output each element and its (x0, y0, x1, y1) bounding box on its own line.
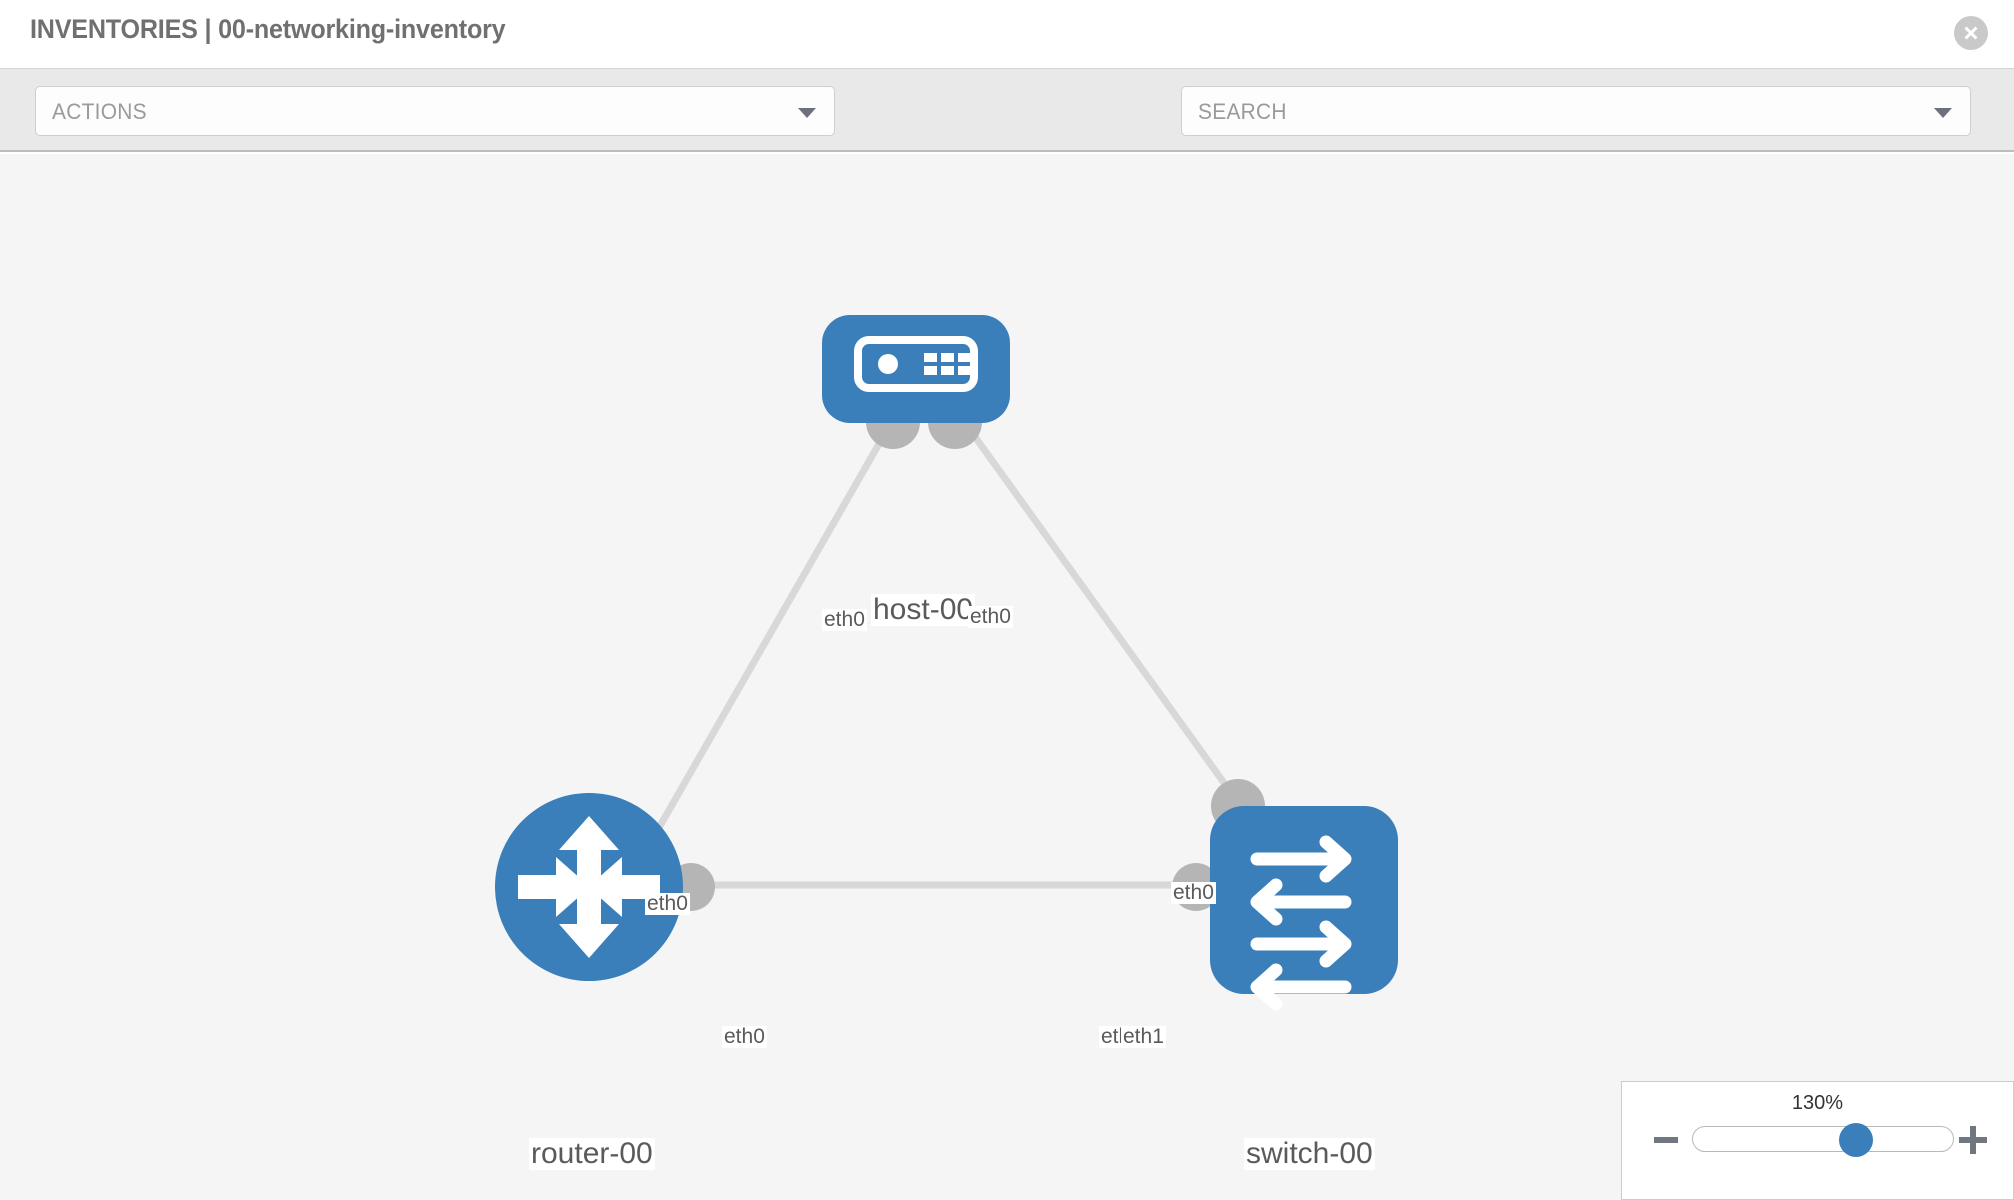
node-label-host: host-00 (871, 593, 976, 626)
edge-host-router (633, 414, 899, 868)
search-input[interactable]: SEARCH (1181, 86, 1971, 136)
interface-label: eth0 (1171, 881, 1216, 905)
node-host-00[interactable] (822, 315, 1010, 423)
chevron-down-icon (798, 108, 816, 118)
zoom-out-button[interactable] (1654, 1137, 1678, 1143)
edge-host-switch (957, 413, 1235, 797)
interface-label: eth0 (822, 608, 867, 632)
zoom-slider[interactable] (1692, 1123, 1954, 1157)
actions-dropdown[interactable]: ACTIONS (35, 86, 835, 136)
interface-label: eth1 (1121, 1025, 1166, 1049)
actions-dropdown-label: ACTIONS (52, 99, 147, 124)
topology-graph (495, 315, 1398, 1011)
node-router-00[interactable] (495, 793, 683, 981)
close-icon[interactable] (1954, 16, 1988, 50)
zoom-level-value: 130% (1791, 1092, 1844, 1114)
search-placeholder: SEARCH (1198, 99, 1287, 124)
zoom-panel: 130% (1621, 1081, 2014, 1200)
interface-label: eth0 (645, 892, 690, 916)
interface-label: eth0 (722, 1025, 767, 1049)
node-label-switch: switch-00 (1244, 1137, 1375, 1170)
zoom-slider-thumb[interactable] (1839, 1123, 1873, 1157)
page-title: INVENTORIES | 00-networking-inventory (30, 14, 506, 44)
node-switch-00[interactable] (1210, 806, 1398, 1011)
toolbar: ACTIONS SEARCH (0, 68, 2014, 200)
chevron-down-icon[interactable] (1934, 108, 1952, 118)
topology-canvas[interactable]: eth0 host-00 eth0 eth0 eth0 eth0 eth0 et… (0, 154, 2014, 1200)
zoom-in-button[interactable] (1959, 1126, 1987, 1154)
node-label-router: router-00 (529, 1137, 655, 1170)
interface-label: eth0 (968, 605, 1013, 629)
page-header: INVENTORIES | 00-networking-inventory (0, 0, 2014, 68)
